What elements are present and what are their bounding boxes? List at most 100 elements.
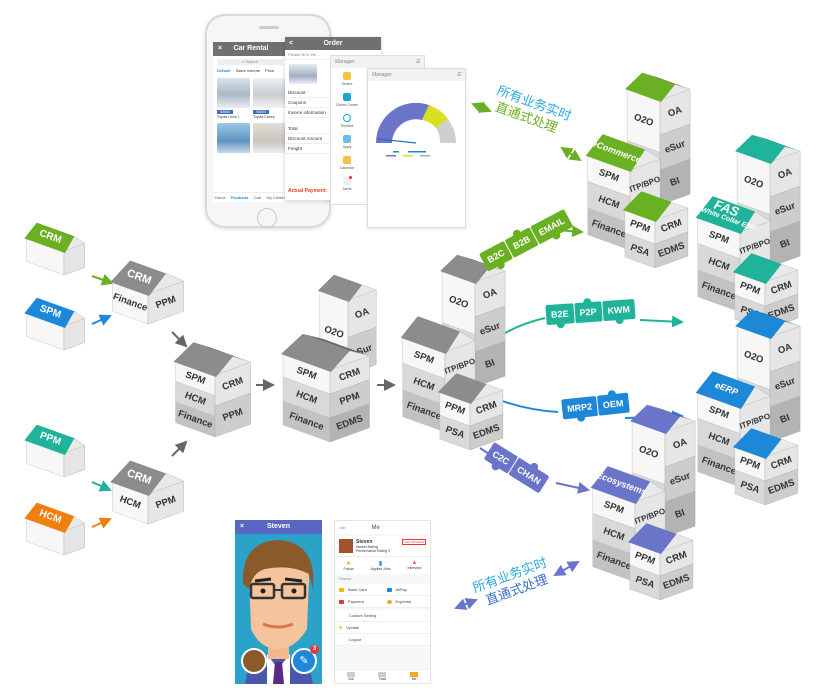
sort-sales[interactable]: Sales Volume [235,68,261,73]
profile-header: × Steven [235,520,322,534]
price-badge: ¥3000 [217,110,233,114]
order-car-image [289,64,317,84]
menu-icon[interactable]: ☰ [456,72,461,78]
tab-task[interactable]: Task [378,672,387,681]
roof-back [193,342,251,363]
chevron-right-icon: › [424,625,426,630]
building-ppm-small: PPM [24,424,86,478]
profile-card: × Steven ✎ 3 [235,520,322,684]
roof [110,260,166,296]
double-arrow-top-left [471,101,492,114]
clipboard-icon [343,93,351,101]
chevron-right-icon: › [424,637,426,642]
puzzle-piece-b2e: B2E [545,303,575,329]
right-face [764,468,799,506]
tab-job[interactable]: Job [346,672,355,681]
sort-default[interactable]: Default [217,68,231,73]
module-label-oa: OA [776,341,793,356]
expense-item[interactable]: Expense [382,596,430,608]
custom-setting-item[interactable]: Custom Setting› [335,610,430,622]
roof [590,466,650,504]
home-button[interactable] [257,208,277,228]
module-label-oa: OA [776,166,793,181]
qty[interactable]: 1 [237,115,240,119]
tab-me[interactable]: Me [410,672,419,681]
roof [440,254,490,284]
menu-item-orders[interactable]: Orders [331,72,363,86]
car-image [253,78,286,108]
avatar-button[interactable] [241,648,267,674]
menu-item-claims[interactable]: Claims Center [331,93,363,107]
roof-back [752,309,801,327]
me-screen: Job Me Steven Market Rating Performance … [334,520,431,684]
menu-item-apply[interactable]: Apply [331,135,363,149]
view-profile-tag[interactable]: View PROFILE [401,539,426,545]
menu-item-alerts[interactable]: Alerts [331,176,363,191]
puzzle-piece-p2p: P2P [573,297,603,324]
sort-bar: Default Sales Volume Price [213,68,323,73]
person-icon [410,672,419,677]
roof [110,460,166,496]
phone-speaker [259,26,279,29]
arrow-merge-bottom [171,440,188,457]
menu-item-calendar[interactable]: Calendar [331,156,363,170]
update-item[interactable]: ✺Update› [335,622,430,634]
back-icon[interactable]: < [289,40,294,47]
me-header: Job Me [335,521,430,534]
tab-my-center[interactable]: My Center [266,195,285,200]
payment-item[interactable]: Payment [335,596,383,608]
menu-icon[interactable]: ☰ [415,59,420,65]
building-hcm-small: HCM [24,502,86,556]
module-label-bi: BI [779,412,792,426]
applied-jobs-button[interactable]: ▮Applied Jobs [370,561,391,571]
dashboard-header: Manager ☰ [368,69,465,81]
module-label-oa: OA [671,436,688,451]
tab-products[interactable]: Products [230,195,249,200]
logout-item[interactable]: Logout› [335,634,430,646]
search-input[interactable]: ⌕ Search [217,59,283,65]
close-icon[interactable]: × [240,523,245,530]
arrow-teal [639,315,684,328]
car-image [253,123,286,153]
puzzle-piece-mrp2: MRP2 [561,395,599,423]
tab-home[interactable]: Home [215,195,226,200]
people-icon: ▲ [411,560,418,566]
roof [400,316,460,354]
alipay-item[interactable]: AliPay [382,584,430,596]
gauge-chart [375,102,456,157]
right-face [469,413,504,451]
module-label-oa: OA [666,104,683,119]
product-card[interactable]: ¥3000 Toyota Camry [253,78,286,119]
tab-job-link[interactable]: Job [339,525,346,530]
document-icon [343,135,351,143]
gauge-needle [377,138,417,144]
right-face [214,392,251,438]
gauge-segment-blue [375,102,429,143]
menu-item-timeline[interactable]: Timeline [331,114,363,128]
dashboard-title: Manager [372,72,392,78]
profile-summary[interactable]: Steven Market Rating Performance Rating … [335,536,430,556]
sort-price[interactable]: Price [265,68,275,73]
roof [437,373,487,404]
finance-grid: Bank Card AliPay Payment Expense [335,584,430,608]
profile-name: Steven [267,523,290,530]
manager-title: Manager [335,59,355,65]
block-house: PPM [24,424,86,478]
product-card[interactable]: ¥3000 Toyota Levin 1 [217,78,250,119]
curve-blue [493,397,559,413]
interview-button[interactable]: ▲Interview [407,560,422,570]
tab-cart[interactable]: Cart [253,195,262,200]
manager-header: Manager ☰ [331,56,424,68]
follow-button[interactable]: ★Follow [343,561,354,571]
close-icon[interactable]: × [218,45,223,52]
roof [695,371,755,409]
roof-back [302,333,370,356]
bank-card-item[interactable]: Bank Card [335,584,383,596]
